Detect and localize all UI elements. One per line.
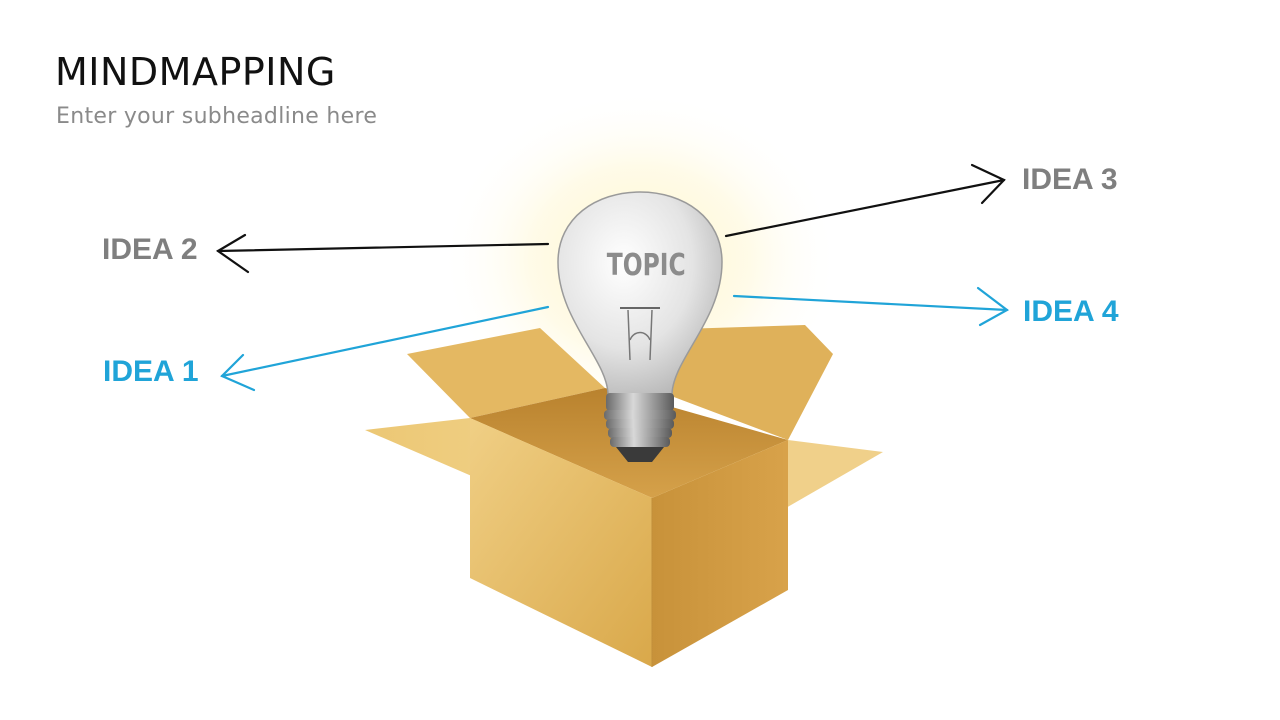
light-bulb-icon [557, 191, 723, 462]
idea-4-label: IDEA 4 [1023, 295, 1119, 328]
topic-label: TOPIC [606, 248, 686, 283]
box-side-face [652, 440, 788, 667]
idea-2-label: IDEA 2 [102, 233, 198, 266]
arrow-to-idea-2 [215, 233, 550, 274]
arrow-to-idea-1 [220, 305, 550, 392]
idea-3-label: IDEA 3 [1022, 163, 1118, 196]
slide-title: MINDMAPPING [55, 50, 336, 94]
slide-subtitle: Enter your subheadline here [56, 104, 378, 129]
box-back-left-flap [407, 328, 605, 418]
box-back-right-flap [650, 325, 833, 440]
idea-1-label: IDEA 1 [103, 355, 199, 388]
box-front-face [470, 418, 652, 667]
arrow-to-idea-4 [732, 286, 1010, 327]
arrow-to-idea-3 [724, 163, 1006, 238]
